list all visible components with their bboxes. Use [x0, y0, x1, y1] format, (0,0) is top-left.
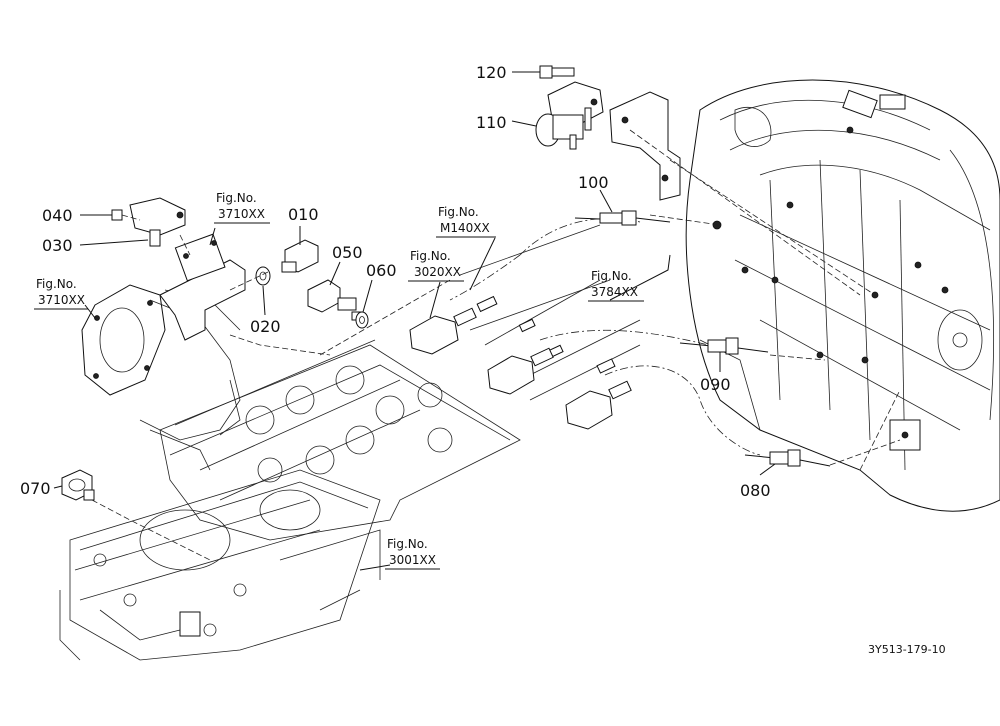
- ref-m140-code: M140XX: [440, 221, 490, 235]
- part-110-sensor: [535, 81, 604, 150]
- ref-3784-label: Fig.No.: [591, 269, 632, 283]
- ref-3020-label: Fig.No.: [410, 249, 451, 263]
- head-gasket-block: [59, 469, 381, 661]
- ref-3784-code: 3784XX: [591, 285, 638, 299]
- ref-3710-top-code: 3710XX: [218, 207, 265, 221]
- label-040: 040: [42, 206, 73, 225]
- label-030: 030: [42, 236, 73, 255]
- part-020-washer: [255, 266, 271, 286]
- drawing-code: 3Y513-179-10: [868, 643, 946, 656]
- ref-3710-top-label: Fig.No.: [216, 191, 257, 205]
- part-070-sensor: [61, 469, 95, 501]
- label-010: 010: [288, 205, 319, 224]
- reference-lines: [91, 129, 901, 561]
- cylinder-head: [149, 339, 521, 541]
- exhaust-manifold: [81, 233, 246, 441]
- label-100: 100: [578, 173, 609, 192]
- label-080: 080: [740, 481, 771, 500]
- ref-3020-code: 3020XX: [414, 265, 461, 279]
- label-050: 050: [332, 243, 363, 262]
- leader-lines: [53, 71, 776, 571]
- ref-3001-label: Fig.No.: [387, 537, 428, 551]
- part-010-sensor: [281, 239, 319, 273]
- figure-refs: Fig.No. 3710XX Fig.No. 3710XX Fig.No. 30…: [34, 191, 644, 570]
- part-number-labels: 120 110 100 040 030 010 050 060 020 090 …: [20, 63, 771, 500]
- part-080-temp-sensor: [744, 449, 831, 467]
- sensor-bracket: [609, 91, 681, 201]
- ref-3001-code: 3001XX: [389, 553, 436, 567]
- ref-m140-label: Fig.No.: [438, 205, 479, 219]
- wiring-harness: [409, 218, 761, 456]
- label-090: 090: [700, 375, 731, 394]
- label-020: 020: [250, 317, 281, 336]
- part-060-washer: [355, 311, 369, 329]
- part-050-sensor: [307, 279, 363, 321]
- ref-3710-left-code: 3710XX: [38, 293, 85, 307]
- label-060: 060: [366, 261, 397, 280]
- ref-3710-left-label: Fig.No.: [36, 277, 77, 291]
- part-090-temp-sensor: [679, 337, 769, 355]
- part-120-bolt: [539, 65, 575, 79]
- label-110: 110: [476, 113, 507, 132]
- label-120: 120: [476, 63, 507, 82]
- part-030-040-sensor: [111, 197, 186, 247]
- exhaust-assembly: [685, 79, 1000, 512]
- label-070: 070: [20, 479, 51, 498]
- part-100-temp-sensor: [574, 210, 671, 226]
